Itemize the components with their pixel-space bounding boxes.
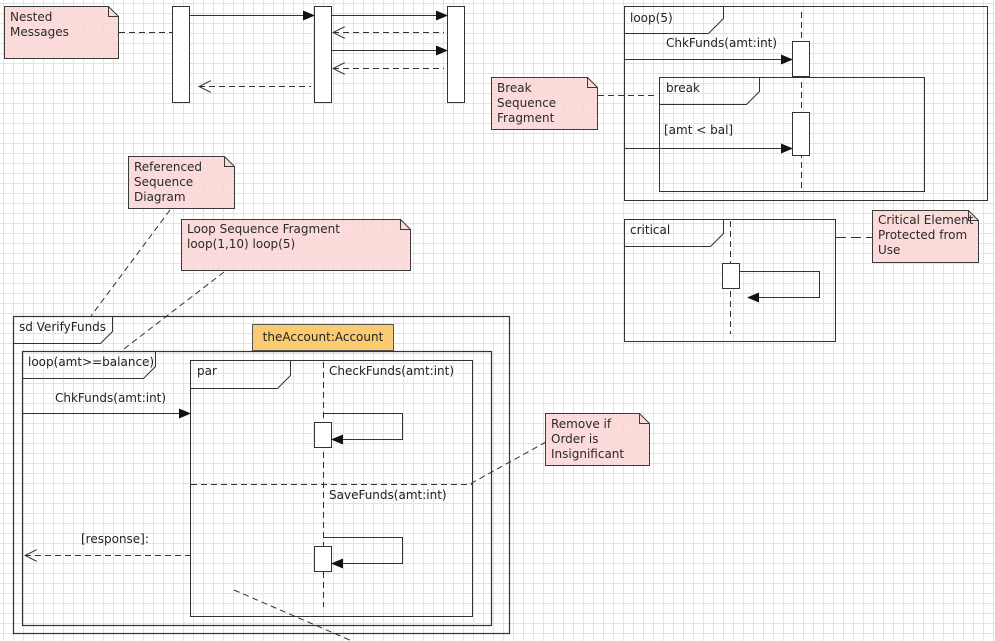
note-connector: [90, 209, 171, 317]
sd-frame: [12, 315, 511, 635]
note-line: Protected from: [878, 228, 967, 242]
par-fragment[interactable]: par CheckFunds(amt:int) SaveFunds(amt:in…: [190, 360, 473, 617]
activation-bar-1[interactable]: [172, 6, 190, 103]
note-fold-icon: [108, 6, 119, 17]
note-line: Diagram: [134, 190, 186, 204]
loop5-frame: [624, 6, 988, 201]
break-tab: [659, 77, 760, 105]
note-line: Sequence: [497, 96, 556, 110]
par-tab: [190, 360, 291, 389]
note-fold-icon: [968, 210, 979, 221]
note-line: Messages: [10, 25, 69, 39]
self-message-arrow[interactable]: [740, 271, 820, 303]
note-line: Use: [878, 243, 900, 257]
note-loop-sequence-fragment[interactable]: Loop Sequence Fragment loop(1,10) loop(5…: [181, 219, 411, 271]
note-fold-icon: [224, 156, 235, 167]
note-line: Critical Element: [878, 213, 974, 227]
note-line: Remove if: [551, 417, 612, 431]
nested-messages-group: Nested Messages: [4, 6, 465, 103]
savefunds-self-arrow[interactable]: [324, 537, 403, 569]
message-label: ChkFunds(amt:int): [55, 391, 166, 405]
sd-label: sd VerifyFunds: [19, 320, 106, 334]
note-line: Break: [497, 81, 532, 95]
activation-bar-3[interactable]: [447, 6, 465, 103]
loop-balance-fragment[interactable]: loop(amt>=balance) ChkFunds(amt:int) [re…: [21, 350, 493, 627]
loop5-tab: [624, 6, 724, 34]
loop-balance-frame: [21, 350, 493, 627]
note-line: Order is: [551, 432, 599, 446]
note-fold-icon: [400, 219, 411, 230]
break-frame: [659, 77, 925, 192]
lifeline-head[interactable]: theAccount:Account: [252, 324, 394, 351]
loop-balance-tab: [22, 351, 156, 379]
par-label: par: [197, 364, 217, 378]
lifeline-label: theAccount:Account: [263, 330, 384, 344]
sd-tab: [13, 316, 113, 344]
note-fold-icon: [639, 413, 650, 424]
critical-fragment[interactable]: critical: [624, 219, 836, 342]
note-connector: [119, 271, 225, 353]
activation-bar[interactable]: [792, 112, 810, 156]
activation-bar-2[interactable]: [314, 6, 332, 103]
activation-bar[interactable]: [792, 41, 810, 77]
activation-bar[interactable]: [722, 263, 740, 289]
sd-verifyfunds-frame[interactable]: sd VerifyFunds theAccount:Account loop(a…: [12, 315, 511, 635]
note-critical-element[interactable]: Critical Element Protected from Use: [872, 210, 979, 263]
critical-frame: [624, 219, 836, 342]
activation-bar[interactable]: [314, 422, 332, 448]
loop5-fragment[interactable]: loop(5) ChkFunds(amt:int) break [amt < b…: [624, 6, 988, 201]
note-line: loop(1,10) loop(5): [187, 237, 295, 251]
note-fold-icon: [587, 77, 598, 88]
note-connector: [233, 589, 353, 641]
note-line: Referenced: [134, 160, 202, 174]
note-connector: [469, 441, 547, 485]
lifeline-box: [252, 324, 394, 351]
message-label: SaveFunds(amt:int): [329, 488, 447, 502]
guard-label: [amt < bal]: [664, 123, 733, 137]
break-label: break: [666, 81, 700, 95]
break-fragment[interactable]: break [amt < bal]: [625, 77, 925, 192]
message-label: CheckFunds(amt:int): [329, 364, 454, 378]
critical-label: critical: [630, 223, 670, 237]
note-line: Loop Sequence Fragment: [187, 222, 340, 236]
critical-tab: [624, 219, 724, 247]
note-break-sequence-fragment[interactable]: Break Sequence Fragment: [491, 77, 598, 130]
note-line: Insignificant: [551, 447, 624, 461]
note-remove-if-order-insignificant[interactable]: Remove if Order is Insignificant: [545, 413, 650, 466]
loop5-label: loop(5): [630, 11, 673, 25]
loop-balance-label: loop(amt>=balance): [28, 355, 154, 369]
note-line: Sequence: [134, 175, 193, 189]
checkfunds-self-arrow[interactable]: [324, 413, 403, 445]
message-label: ChkFunds(amt:int): [666, 36, 777, 50]
note-line: Nested: [10, 10, 52, 24]
note-nested-messages[interactable]: Nested Messages: [4, 6, 119, 59]
par-frame: [190, 360, 473, 617]
note-referenced-sequence-diagram[interactable]: Referenced Sequence Diagram: [128, 156, 235, 209]
activation-bar[interactable]: [314, 546, 332, 572]
note-line: Fragment: [497, 111, 555, 125]
message-label: [response]:: [81, 532, 149, 546]
